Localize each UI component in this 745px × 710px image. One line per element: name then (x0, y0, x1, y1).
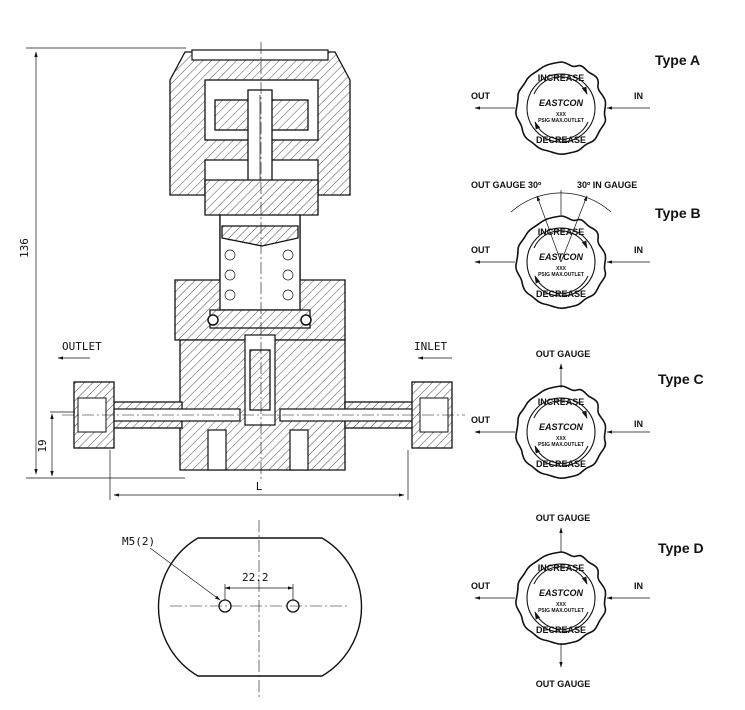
height-dimension: 136 (18, 238, 31, 258)
type-d-increase: INCREASE (538, 563, 585, 573)
length-dimension: L (256, 480, 263, 493)
type-d-brand: EASTCON (539, 588, 584, 598)
type-c-out-gauge: OUT GAUGE (536, 349, 591, 359)
type-a-decrease: DECREASE (536, 135, 586, 145)
type-b-out: OUT (471, 245, 491, 255)
type-b-code: XXX (556, 266, 567, 272)
type-b-title: Type B (655, 205, 701, 221)
type-d-psig: PSIG MAX.OUTLET (538, 608, 584, 614)
type-a-increase: INCREASE (538, 73, 585, 83)
type-b-in: IN (634, 245, 643, 255)
type-a-diagram (474, 62, 650, 154)
hole-spacing-dimension: 22.2 (242, 571, 269, 584)
type-c-psig: PSIG MAX.OUTLET (538, 442, 584, 448)
type-a-title: Type A (655, 52, 700, 68)
type-d-title: Type D (658, 540, 704, 556)
type-c-title: Type C (658, 371, 704, 387)
outlet-label: OUTLET (62, 340, 102, 353)
type-b-brand: EASTCON (539, 252, 584, 262)
mount-hole-label: M5(2) (122, 535, 155, 548)
port-height-dimension: 19 (36, 439, 49, 452)
type-a-brand: EASTCON (539, 98, 584, 108)
type-a-code: XXX (556, 112, 567, 118)
type-c-code: XXX (556, 436, 567, 442)
type-d-out-gauge-top: OUT GAUGE (536, 513, 591, 523)
type-d-out-gauge-bottom: OUT GAUGE (536, 679, 591, 689)
type-c-brand: EASTCON (539, 422, 584, 432)
type-d-in: IN (634, 581, 643, 591)
regulator-section-view (62, 42, 465, 480)
type-a-out: OUT (471, 91, 491, 101)
type-d-decrease: DECREASE (536, 625, 586, 635)
type-d-diagram (474, 527, 650, 668)
type-b-decrease: DECREASE (536, 289, 586, 299)
type-c-diagram (474, 363, 650, 478)
type-b-psig: PSIG MAX.OUTLET (538, 272, 584, 278)
type-a-psig: PSIG MAX.OUTLET (538, 118, 584, 124)
inlet-label: INLET (414, 340, 447, 353)
type-d-code: XXX (556, 602, 567, 608)
type-b-diagram (474, 190, 650, 308)
type-b-increase: INCREASE (538, 227, 585, 237)
type-b-out-gauge: OUT GAUGE 30º (471, 180, 542, 190)
type-d-out: OUT (471, 581, 491, 591)
type-c-increase: INCREASE (538, 397, 585, 407)
type-c-in: IN (634, 419, 643, 429)
base-bottom-view (149, 520, 363, 698)
type-c-out: OUT (471, 415, 491, 425)
type-b-in-gauge: 30º IN GAUGE (577, 180, 637, 190)
type-a-in: IN (634, 91, 643, 101)
type-c-decrease: DECREASE (536, 459, 586, 469)
dimension-lines (26, 47, 452, 500)
